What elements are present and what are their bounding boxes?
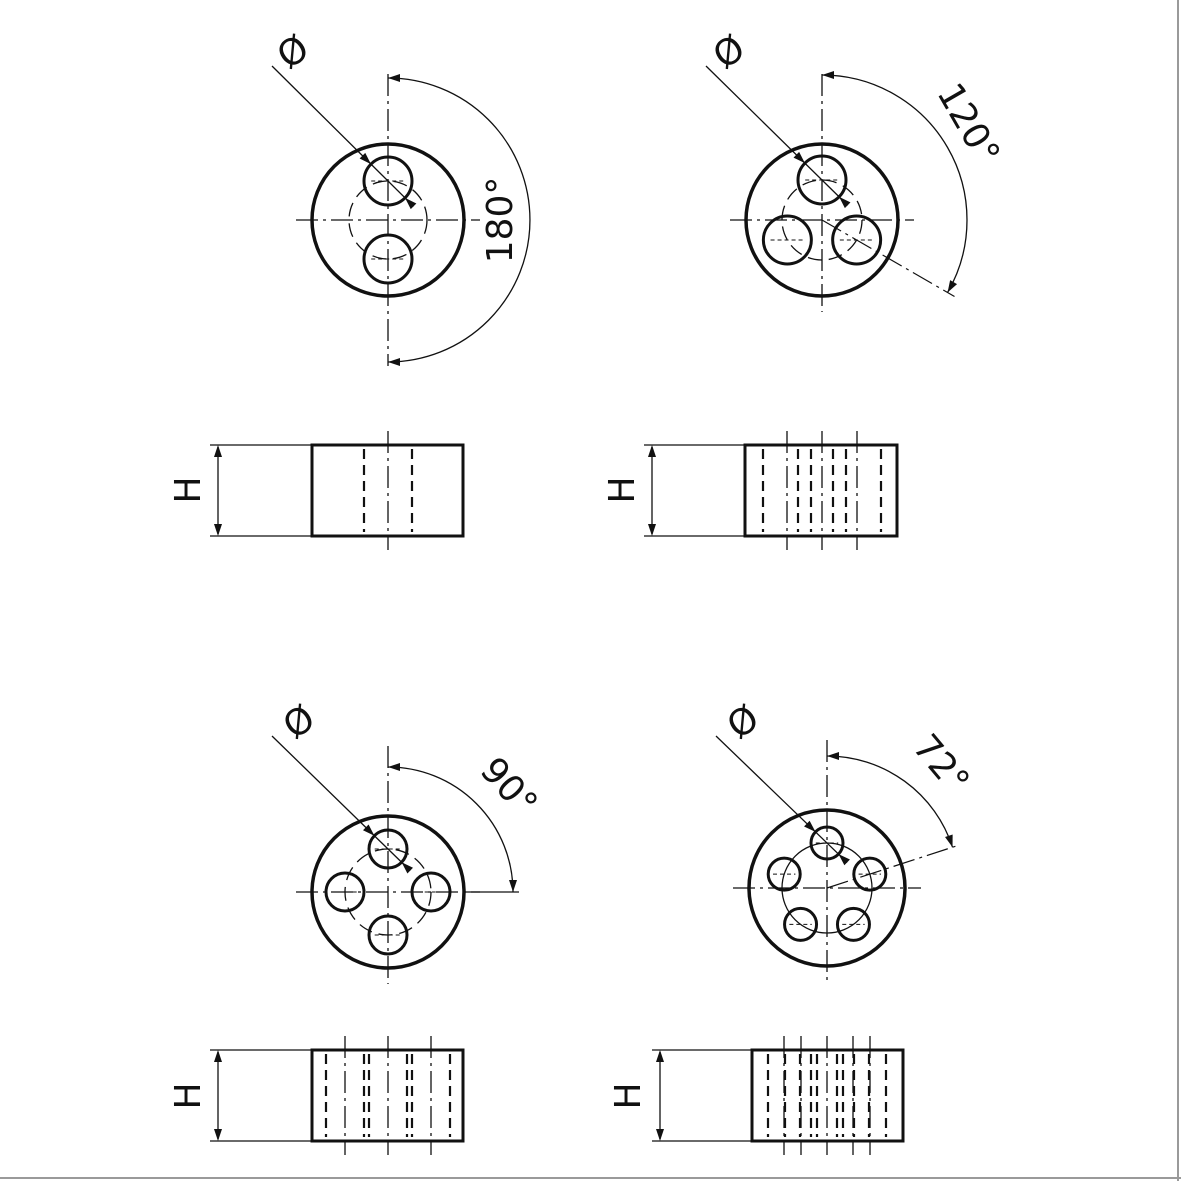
height-label: H <box>602 476 643 503</box>
drawing-geometry <box>210 65 968 1155</box>
height-arrow <box>648 445 656 457</box>
diameter-leader-line <box>271 65 415 207</box>
side-view-outline <box>743 443 899 538</box>
height-arrow <box>648 524 656 536</box>
hole <box>367 914 409 956</box>
hole <box>761 214 813 266</box>
height-arrow <box>656 1050 664 1062</box>
hole <box>324 871 366 913</box>
hole <box>796 154 848 206</box>
angle-extension-line <box>821 219 955 298</box>
angle-arrow <box>388 763 400 771</box>
hole <box>809 825 845 861</box>
hole <box>362 155 414 207</box>
diameter-arrow <box>363 824 375 836</box>
diameter-arrow <box>838 854 850 866</box>
angle-arrow <box>947 280 958 293</box>
outer-circle <box>744 142 900 298</box>
diameter-arrow <box>804 820 816 832</box>
height-arrow <box>214 524 222 536</box>
outer-circle <box>310 142 466 298</box>
angle-dimension-arc <box>387 766 514 893</box>
angle-arrow <box>945 834 953 848</box>
bolt-circle <box>348 180 428 260</box>
diameter-arrow <box>405 197 417 210</box>
angle-extension-line <box>826 844 961 889</box>
height-arrow <box>214 1129 222 1141</box>
height-arrow <box>214 445 222 457</box>
hole <box>831 214 883 266</box>
angle-dimension-arc <box>387 77 531 363</box>
diameter-leader-line <box>271 735 411 872</box>
angle-arrow <box>388 358 400 366</box>
diameter-arrow <box>401 862 413 874</box>
hole <box>362 233 414 285</box>
diameter-leader-line <box>705 65 849 206</box>
angle-dimension-arc <box>821 74 968 293</box>
hole <box>783 906 819 942</box>
height-label: H <box>168 1082 209 1109</box>
diameter-arrow <box>359 152 371 165</box>
hole <box>410 871 452 913</box>
height-label: H <box>168 476 209 503</box>
diameter-arrow <box>793 151 805 164</box>
diameter-leader-line <box>715 735 848 863</box>
hole <box>852 856 888 892</box>
angle-label: 180° <box>480 177 521 264</box>
bolt-circle <box>781 179 863 261</box>
height-arrow <box>214 1050 222 1062</box>
angle-arrow <box>822 71 834 79</box>
angle-arrow <box>388 74 400 82</box>
hole <box>367 828 409 870</box>
angle-dimension-arc <box>826 755 954 848</box>
hole <box>766 856 802 892</box>
hole <box>835 906 871 942</box>
height-label: H <box>608 1082 649 1109</box>
height-arrow <box>656 1129 664 1141</box>
outer-circle <box>747 808 907 968</box>
angle-arrow <box>509 880 517 892</box>
angle-arrow <box>827 752 839 760</box>
diameter-arrow <box>839 196 851 209</box>
